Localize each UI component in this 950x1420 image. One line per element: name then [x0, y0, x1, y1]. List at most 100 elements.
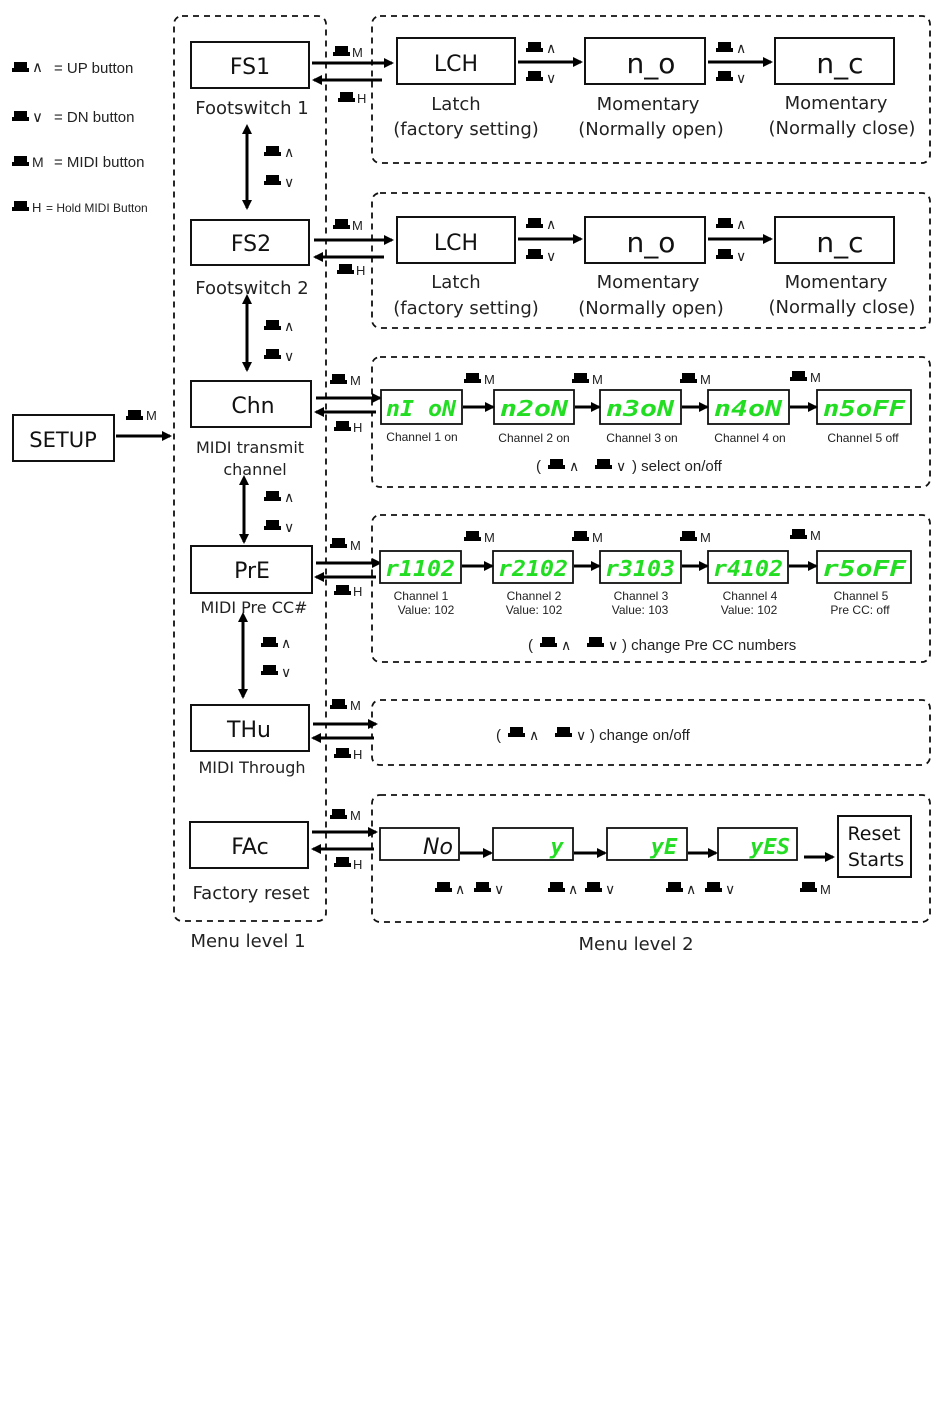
svg-text:r2102: r2102 [498, 557, 568, 582]
thu-box[interactable] [190, 704, 310, 752]
svg-text:∨: ∨ [284, 519, 294, 535]
reset-starts-box[interactable] [837, 815, 912, 878]
svg-text:r1102: r1102 [385, 557, 455, 582]
svg-text:Channel 3 on: Channel 3 on [606, 431, 677, 445]
svg-text:M: M [700, 530, 711, 545]
fs1-code: FS1 [230, 55, 270, 80]
svg-text:(: ( [536, 458, 541, 475]
m-h-link-arrows: M H M H M H M H M H M H [311, 45, 394, 872]
setup-box[interactable] [12, 414, 115, 462]
svg-text:M: M [350, 538, 361, 553]
svg-text:∧: ∧ [568, 881, 578, 897]
svg-text:∨: ∨ [616, 458, 626, 474]
button-icon [12, 201, 29, 211]
mode-code: n_c [816, 47, 863, 80]
svg-text:H: H [356, 263, 365, 278]
svg-text:∨: ∨ [725, 881, 735, 897]
svg-text:y: y [549, 835, 564, 860]
svg-text:∨: ∨ [608, 637, 618, 653]
pre-code: PrE [234, 559, 270, 584]
svg-text:Channel 3: Channel 3 [614, 589, 669, 603]
svg-text:∨: ∨ [281, 664, 291, 680]
fac-level2-panel [371, 794, 931, 923]
fac-box[interactable] [189, 821, 309, 869]
mode-caption: Momentary [597, 272, 700, 293]
level2-panels [371, 15, 931, 923]
svg-text:H: H [353, 857, 362, 872]
svg-text:∨: ∨ [284, 174, 294, 190]
m-glyph: M [32, 154, 44, 170]
svg-text:M: M [700, 372, 711, 387]
mode-caption: (Normally open) [578, 298, 723, 319]
svg-text:Value: 102: Value: 102 [721, 603, 778, 617]
h-glyph: H [32, 200, 41, 215]
mode-caption: Latch [431, 94, 480, 115]
svg-text:M: M [810, 370, 821, 385]
thu-caption: MIDI Through [198, 758, 305, 777]
mode-code: LCH [434, 231, 478, 256]
fs1-box[interactable] [190, 41, 310, 89]
mode-caption: (Normally open) [578, 119, 723, 140]
level1-up-dn-hints: ∧ ∨ ∧ ∨ ∧ ∨ ∧ ∨ [261, 144, 294, 680]
fs2-mode-lch-box[interactable] [396, 216, 516, 264]
fac-display-no [379, 827, 460, 861]
svg-text:∨: ∨ [546, 70, 556, 86]
mode-caption: Momentary [785, 272, 888, 293]
svg-text:No: No [423, 835, 453, 860]
fs1-modes-row: LCH n_o n_c ∧ ∨ ∧ ∨ Latch (factory setti… [393, 37, 915, 140]
svg-text:M: M [352, 45, 363, 60]
fs2-box[interactable] [190, 219, 310, 266]
svg-text:∧: ∧ [284, 489, 294, 505]
svg-text:Channel 1: Channel 1 [394, 589, 449, 603]
button-icon [12, 111, 29, 121]
legend-midi-text: = MIDI button [54, 154, 144, 171]
svg-text:∨: ∨ [605, 881, 615, 897]
svg-text:∧: ∧ [736, 216, 746, 232]
chn-box[interactable] [190, 380, 312, 428]
svg-text:M: M [820, 882, 831, 897]
svg-text:M: M [484, 372, 495, 387]
svg-text:n3oN: n3oN [606, 397, 675, 422]
svg-text:∧: ∧ [546, 216, 556, 232]
mode-code: n_o [627, 47, 676, 80]
svg-text:∧: ∧ [281, 635, 291, 651]
mode-caption: Momentary [597, 94, 700, 115]
svg-text:∧: ∧ [529, 727, 539, 743]
fs2-mode-no-box[interactable] [584, 216, 706, 264]
svg-text:∨: ∨ [736, 70, 746, 86]
svg-text:∧: ∧ [561, 637, 571, 653]
svg-text:r5oFF: r5oFF [822, 557, 907, 582]
svg-text:Channel 4: Channel 4 [723, 589, 778, 603]
svg-text:M: M [350, 373, 361, 388]
fs1-mode-nc-box[interactable] [774, 37, 895, 85]
button-icon [12, 156, 29, 166]
mode-code: LCH [434, 52, 478, 77]
fs2-code: FS2 [231, 232, 271, 257]
svg-text:M: M [352, 218, 363, 233]
legend-dn-text: = DN button [54, 109, 134, 126]
fs2-level2-panel [371, 192, 931, 329]
mode-caption: (factory setting) [393, 119, 539, 140]
pre-display-3 [599, 550, 682, 584]
svg-text:M: M [810, 528, 821, 543]
svg-text:∧: ∧ [569, 458, 579, 474]
fs2-mode-nc-box[interactable] [774, 216, 895, 264]
svg-text:M: M [350, 808, 361, 823]
svg-text:n5oFF: n5oFF [823, 397, 906, 422]
svg-text:∨: ∨ [494, 881, 504, 897]
fs1-mode-no-box[interactable] [584, 37, 706, 85]
fac-row: No y yE yES Reset Starts ∧ ∨ ∧ ∨ ∧ ∨ M [379, 815, 912, 897]
chn-lcd-row: nI oN n2oN n3oN n4oN n5oFF M M M M Chann… [380, 370, 912, 475]
fs1-caption: Footswitch 1 [195, 98, 308, 119]
pre-box[interactable] [190, 545, 313, 594]
m-glyph: M [146, 408, 157, 423]
fs1-mode-lch-box[interactable] [396, 37, 516, 85]
svg-text:∧: ∧ [284, 318, 294, 334]
mode-caption: (Normally close) [769, 297, 916, 318]
chn-code: Chn [231, 394, 274, 419]
svg-text:n4oN: n4oN [714, 397, 783, 422]
svg-text:n2oN: n2oN [500, 397, 569, 422]
thu-note: ( ∧ ∨ ) change on/off [496, 727, 691, 744]
pre-display-5 [816, 550, 912, 584]
